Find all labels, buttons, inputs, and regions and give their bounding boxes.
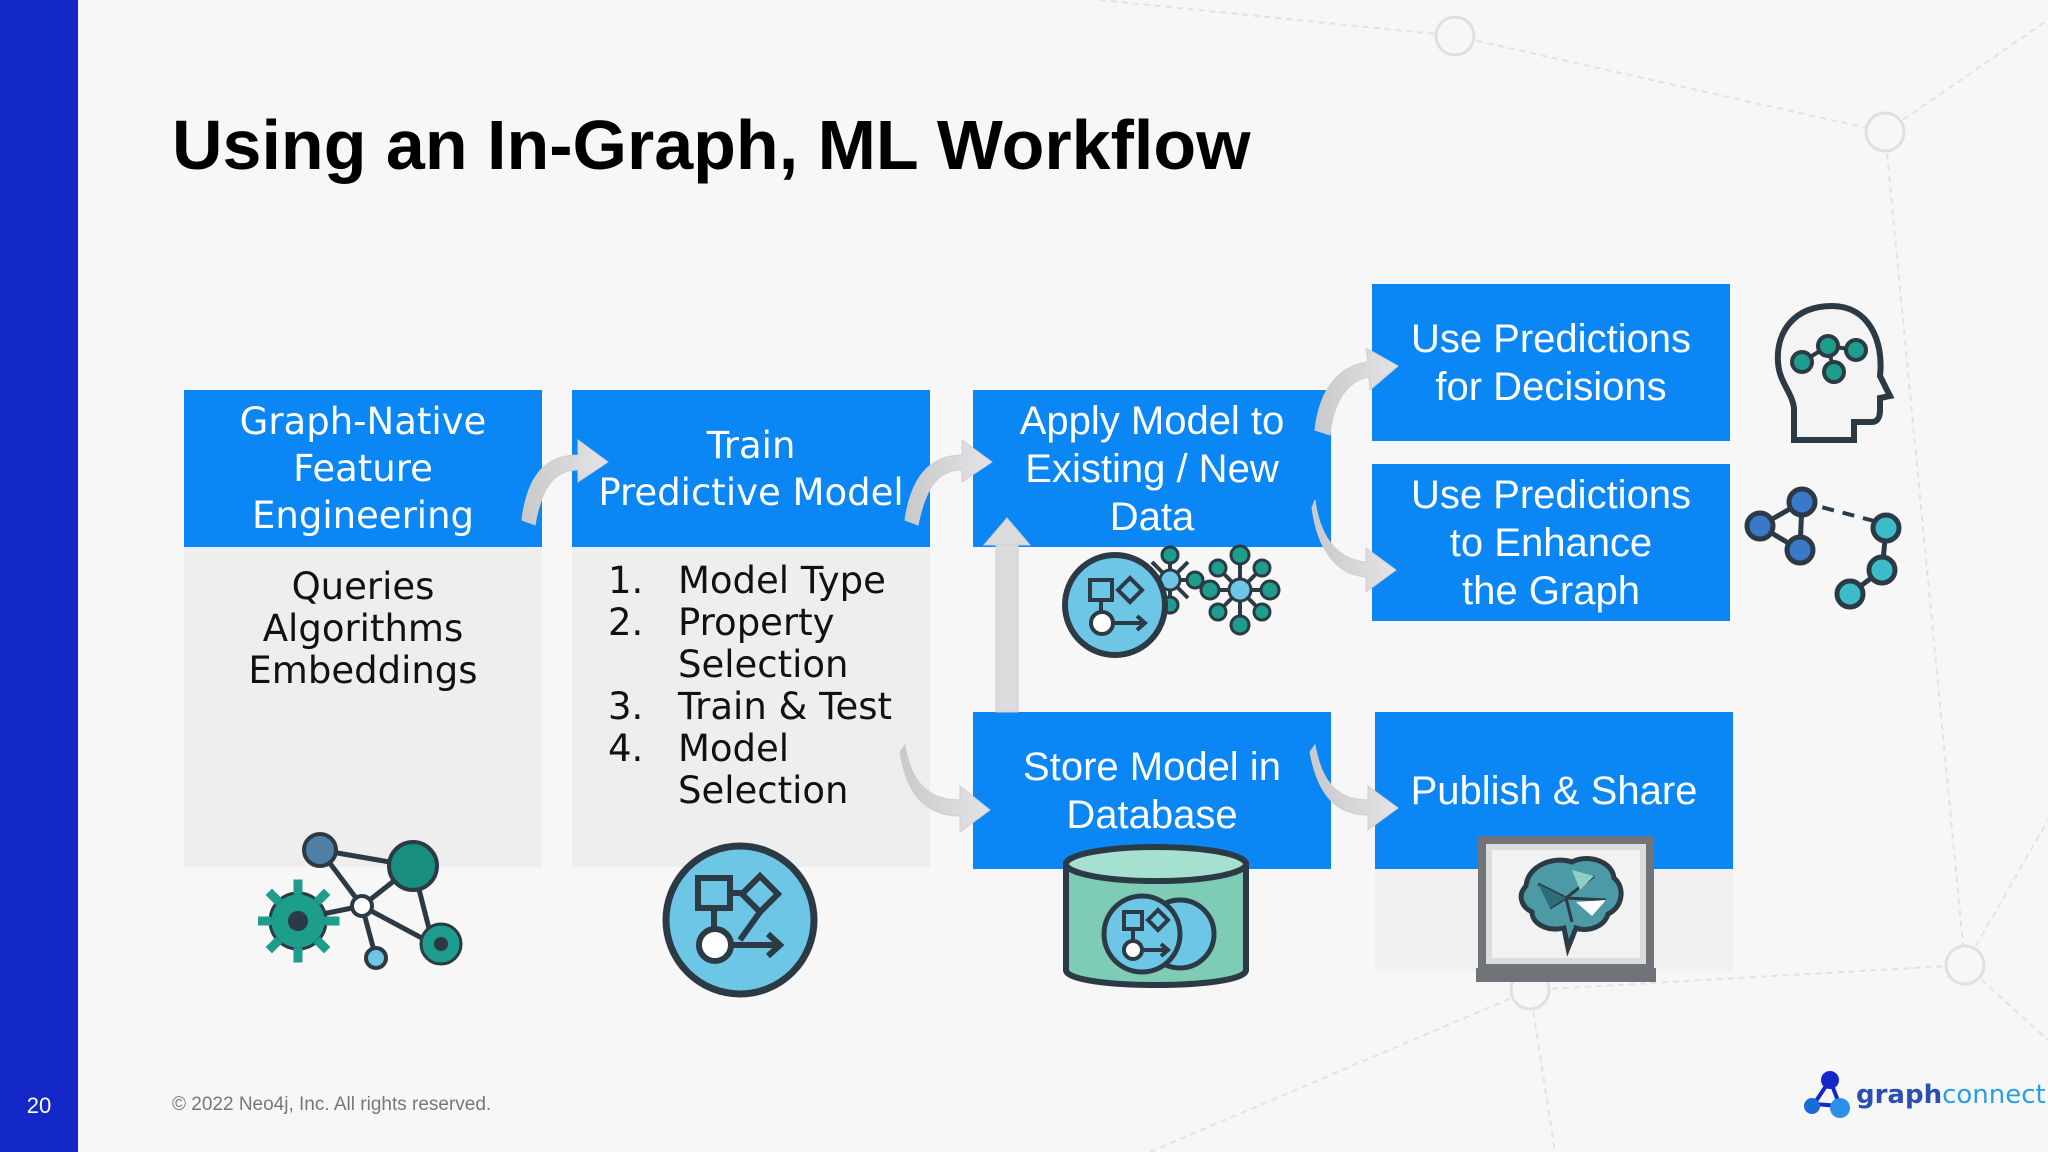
slide-title: Using an In-Graph, ML Workflow	[172, 106, 1251, 184]
store-line-1: Store Model in	[1023, 744, 1281, 789]
train-line-2: Predictive Model	[598, 470, 904, 514]
decisions-line-2: for Decisions	[1435, 364, 1667, 409]
list-number: 1.	[608, 559, 644, 602]
store-line-2: Database	[1066, 792, 1238, 837]
apply-line-1: Apply Model to	[1019, 398, 1285, 443]
logo-text: graphconnect	[1856, 1080, 2046, 1110]
feature-item: Queries	[291, 565, 435, 608]
feature-items: Queries Algorithms Embeddings	[184, 566, 542, 692]
brain-monitor-icon	[1476, 836, 1656, 982]
list-number: 4.	[608, 727, 644, 770]
list-item: 1. Model Type	[608, 560, 892, 602]
arrow-train-to-store	[899, 743, 991, 833]
arrow-store-to-apply	[982, 517, 1032, 713]
list-number: 3.	[608, 685, 644, 728]
apply-line-2: Existing / New	[1025, 446, 1279, 491]
list-text: Selection	[678, 769, 849, 812]
brain-head-icon	[1774, 302, 1895, 443]
feature-line-1: Graph-Native	[239, 400, 487, 443]
arrow-apply-to-decisions	[1314, 347, 1399, 436]
train-steps-list: 1. Model Type 2. Property Selection 3. Trai…	[608, 560, 892, 812]
feature-line-2: Feature	[293, 447, 433, 490]
apply-model-box: Apply Model to Existing / New Data	[973, 390, 1331, 547]
logo-text-connect: connect	[1942, 1080, 2046, 1110]
sidebar	[0, 0, 78, 1152]
enhance-line-3: the Graph	[1462, 568, 1640, 613]
store-model-box: Store Model in Database	[973, 712, 1331, 869]
graph-gears-icon	[258, 832, 463, 970]
apply-line-3: Data	[1109, 494, 1195, 539]
arrow-apply-to-enhance	[1311, 499, 1397, 593]
arrow-feature-to-train	[521, 439, 609, 526]
list-text: Selection	[678, 643, 849, 686]
feature-engineering-box: Graph-Native Feature Engineering	[184, 390, 542, 547]
feature-line-3: Engineering	[252, 494, 474, 537]
list-text: Model Type	[678, 559, 886, 602]
publish-line-1: Publish & Share	[1410, 768, 1698, 813]
graphconnect-logo-icon	[1804, 1071, 1850, 1118]
list-item: Selection	[608, 644, 892, 686]
list-text: Property	[678, 601, 835, 644]
feature-item: Embeddings	[248, 649, 478, 692]
feature-item: Algorithms	[262, 607, 464, 650]
list-item: 2. Property	[608, 602, 892, 644]
page-number: 20	[26, 1093, 52, 1118]
train-line-1: Train	[706, 423, 796, 467]
enhance-line-2: to Enhance	[1449, 520, 1653, 565]
list-number: 2.	[608, 601, 644, 644]
enhance-line-1: Use Predictions	[1410, 472, 1692, 517]
decisions-box: Use Predictions for Decisions	[1372, 284, 1730, 441]
logo-text-graph: graph	[1856, 1080, 1943, 1110]
graphconnect-logo: graphconnect	[1800, 1068, 2046, 1122]
list-text: Train & Test	[678, 685, 893, 728]
graph-nodes-icon	[1744, 486, 1902, 610]
list-text: Model	[678, 727, 790, 770]
list-item: 3. Train & Test	[608, 686, 892, 728]
list-item: Selection	[608, 770, 892, 812]
train-model-box: Train Predictive Model	[572, 390, 930, 547]
list-item: 4. Model	[608, 728, 892, 770]
apply-network-icon	[1062, 544, 1281, 658]
database-model-icon	[1063, 844, 1249, 988]
model-flow-icon	[662, 842, 818, 998]
enhance-graph-box: Use Predictions to Enhance the Graph	[1372, 464, 1730, 621]
decisions-line-1: Use Predictions	[1410, 316, 1692, 361]
copyright-footer: © 2022 Neo4j, Inc. All rights reserved.	[172, 1094, 492, 1115]
arrow-train-to-apply	[904, 439, 993, 526]
arrow-store-to-publish	[1309, 743, 1399, 831]
